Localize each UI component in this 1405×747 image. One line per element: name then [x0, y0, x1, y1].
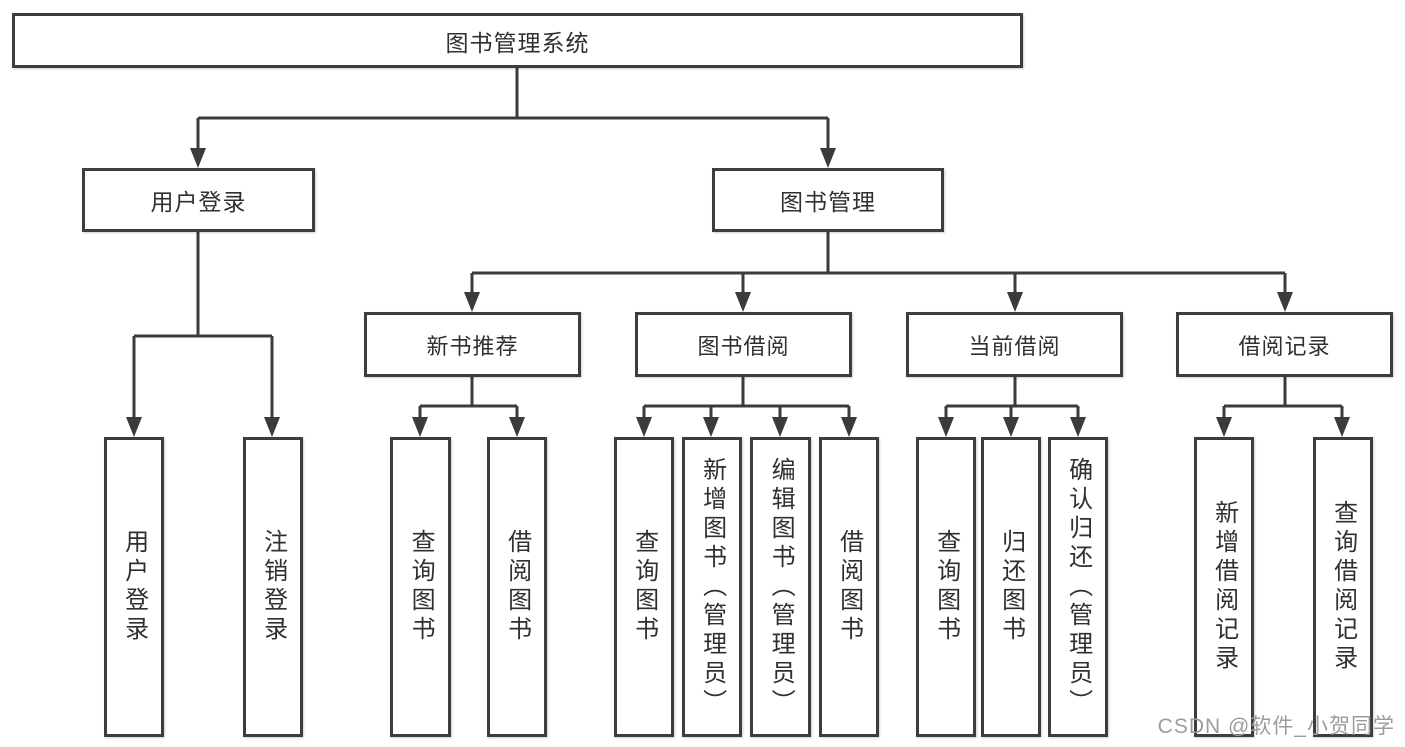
node-current-borrowing-label: 当前借阅: [968, 333, 1061, 359]
edges-borrow-records: [1216, 377, 1350, 437]
node-query-borrow-record-label: 查询借阅记录: [1329, 500, 1357, 674]
edges-new-book-recommendation: [412, 377, 525, 437]
node-user-login-label: 用户登录: [150, 189, 247, 215]
node-book-management-label: 图书管理: [780, 189, 876, 215]
node-user-login: 用户登录: [82, 168, 315, 232]
node-library-system-label: 图书管理系统: [445, 29, 590, 56]
node-borrowing-borrow-books: 借阅图书: [819, 437, 879, 737]
node-book-borrowing: 图书借阅: [635, 312, 852, 377]
node-current-query-books: 查询图书: [916, 437, 976, 737]
node-current-query-books-label: 查询图书: [932, 529, 960, 645]
node-edit-book-admin-label: 编辑图书（管理员）: [767, 456, 795, 718]
node-recommend-query-books: 查询图书: [390, 437, 451, 737]
node-confirm-return-admin-label: 确认归还（管理员）: [1064, 456, 1092, 718]
node-confirm-return-admin: 确认归还（管理员）: [1048, 437, 1108, 737]
edges-book-management-to-level3: [464, 232, 1293, 312]
node-add-borrow-record-label: 新增借阅记录: [1210, 500, 1238, 674]
node-borrow-records-label: 借阅记录: [1238, 333, 1331, 359]
node-leaf-logout: 注销登录: [243, 437, 303, 737]
node-add-book-admin-label: 新增图书（管理员）: [698, 456, 726, 718]
node-borrow-records: 借阅记录: [1176, 312, 1393, 377]
node-add-book-admin: 新增图书（管理员）: [682, 437, 742, 737]
csdn-watermark: CSDN @软件_小贺同学: [1157, 715, 1395, 738]
node-return-books-label: 归还图书: [997, 529, 1025, 645]
node-recommend-borrow-books-label: 借阅图书: [503, 529, 531, 645]
node-query-borrow-record: 查询借阅记录: [1313, 437, 1373, 737]
edges-user-login-branch: [126, 232, 280, 437]
node-new-book-recommendation-label: 新书推荐: [426, 333, 519, 359]
node-edit-book-admin: 编辑图书（管理员）: [750, 437, 811, 737]
node-add-borrow-record: 新增借阅记录: [1194, 437, 1254, 737]
node-leaf-user-login: 用户登录: [104, 437, 164, 737]
node-borrowing-query-books-label: 查询图书: [630, 529, 658, 645]
node-current-borrowing: 当前借阅: [906, 312, 1123, 377]
node-library-system: 图书管理系统: [12, 13, 1023, 68]
node-borrowing-borrow-books-label: 借阅图书: [835, 529, 863, 645]
node-leaf-logout-label: 注销登录: [259, 529, 287, 645]
edges-current-borrowing: [938, 377, 1086, 437]
node-recommend-borrow-books: 借阅图书: [487, 437, 547, 737]
node-borrowing-query-books: 查询图书: [614, 437, 674, 737]
node-book-management: 图书管理: [712, 168, 944, 232]
node-recommend-query-books-label: 查询图书: [407, 529, 435, 645]
node-leaf-user-login-label: 用户登录: [120, 529, 148, 645]
edges-book-borrowing: [636, 377, 857, 437]
node-return-books: 归还图书: [981, 437, 1041, 737]
node-new-book-recommendation: 新书推荐: [364, 312, 581, 377]
edges-root-to-level2: [190, 68, 836, 168]
node-book-borrowing-label: 图书借阅: [697, 333, 790, 359]
